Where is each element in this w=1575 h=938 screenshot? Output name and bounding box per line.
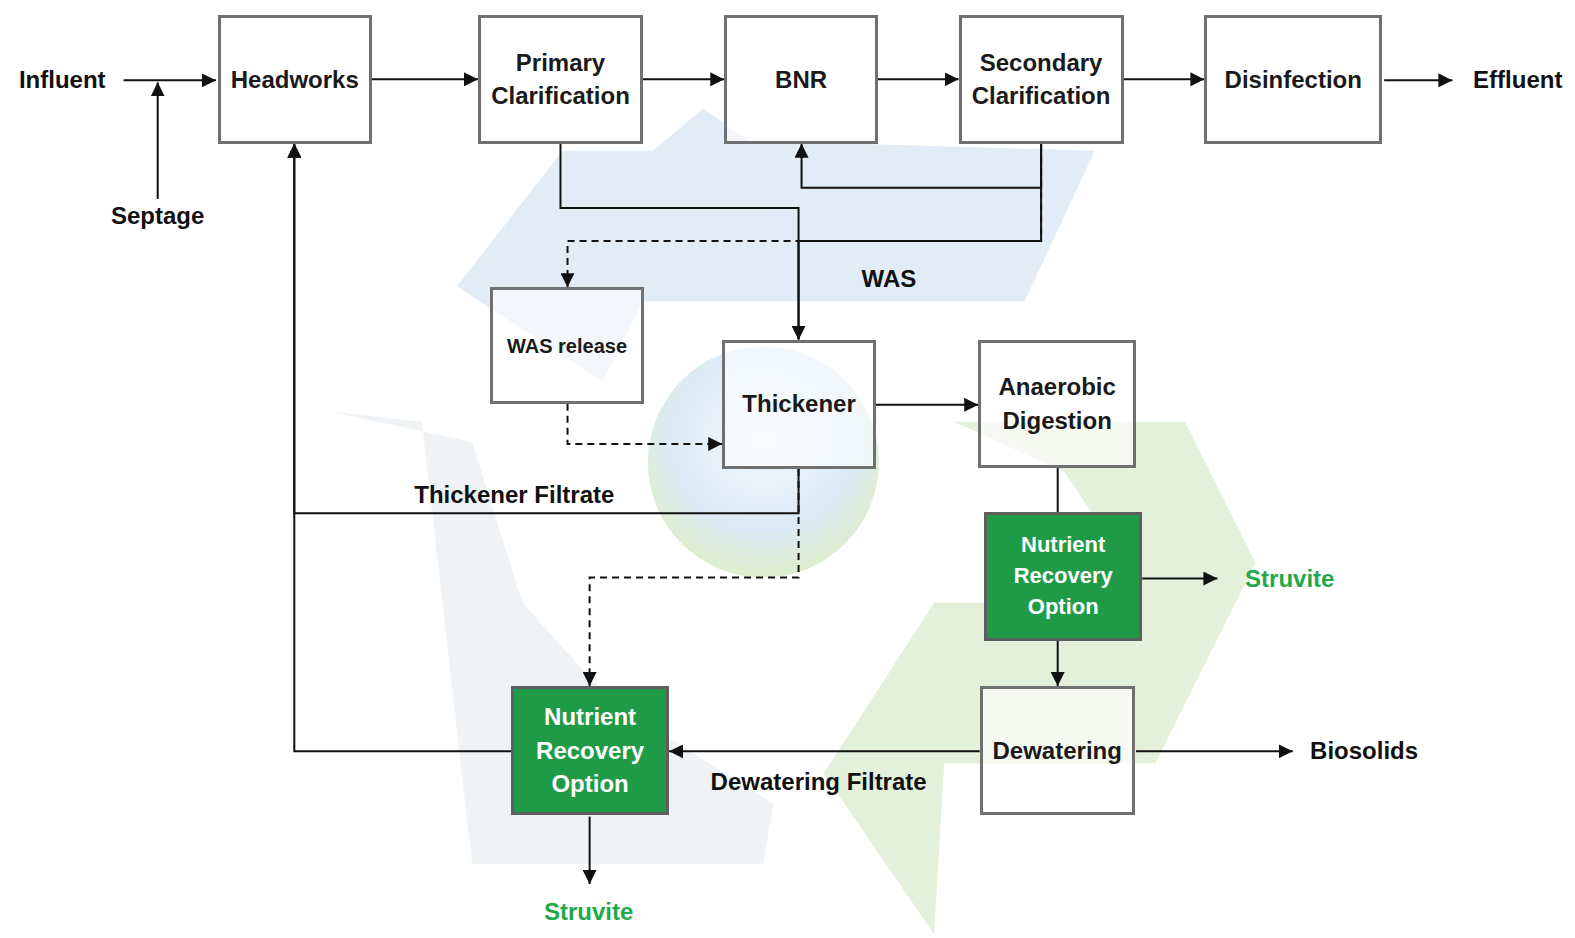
recycle-watermark (331, 108, 1255, 934)
process-box: WAS release (490, 287, 644, 404)
text-wrap: Dewatering (993, 734, 1122, 768)
box-text: Thickener (742, 387, 855, 421)
flow-connector (372, 78, 478, 80)
box-text: Dewatering (993, 734, 1122, 768)
edge-label: Dewatering Filtrate (711, 768, 927, 796)
flow-connector (876, 404, 978, 406)
box-text: BNR (775, 63, 827, 97)
flow-label: Biosolids (1310, 737, 1418, 765)
text-wrap: Thickener (742, 387, 855, 421)
text-wrap: WAS release (507, 332, 627, 360)
process-box: Primary Clarification (478, 15, 643, 144)
text-wrap: Disinfection (1225, 63, 1362, 97)
flow-arrow (124, 79, 216, 81)
flow-connector (1057, 468, 1059, 512)
flow-connector (294, 144, 511, 752)
text-wrap: Nutrient Recovery Option (995, 530, 1131, 622)
edge-label: Thickener Filtrate (414, 481, 614, 509)
process-box: Headworks (218, 15, 372, 144)
flow-connector (1124, 78, 1205, 80)
flow-connector (643, 78, 724, 80)
flow-connector (802, 144, 1042, 188)
box-text: Primary Clarification (489, 46, 632, 113)
leader-arrows (124, 80, 1453, 884)
process-box: Secondary Clarification (959, 15, 1124, 144)
recovery-box: Nutrient Recovery Option (511, 686, 669, 815)
flow-arrow (1136, 750, 1293, 752)
flow-arrow (1142, 578, 1217, 580)
flow-label: Effluent (1473, 66, 1562, 94)
box-text: Nutrient Recovery Option (522, 700, 658, 801)
text-wrap: Secondary Clarification (970, 46, 1113, 113)
box-text: Headworks (231, 63, 359, 97)
flow-connector (878, 78, 959, 80)
flow-connector (1057, 641, 1059, 686)
recovery-box: Nutrient Recovery Option (984, 512, 1142, 641)
text-wrap: BNR (775, 63, 827, 97)
flow-arrow (589, 817, 591, 884)
flow-label: Septage (111, 202, 204, 230)
flow-connector (590, 469, 799, 686)
box-text: Anaerobic Digestion (989, 370, 1125, 437)
box-text: Disinfection (1225, 63, 1362, 97)
product-label: Struvite (544, 898, 633, 926)
box-text: WAS release (507, 332, 627, 360)
flow-arrow (157, 82, 159, 199)
box-text: Nutrient Recovery Option (995, 530, 1131, 622)
flow-connector (568, 404, 723, 444)
product-label: Struvite (1245, 565, 1334, 593)
process-box: Anaerobic Digestion (978, 340, 1136, 469)
flow-connector (568, 144, 1042, 288)
text-wrap: Anaerobic Digestion (989, 370, 1125, 437)
box-text: Secondary Clarification (970, 46, 1113, 113)
process-box: BNR (724, 15, 878, 144)
process-box: Dewatering (980, 686, 1135, 815)
flow-label: Influent (19, 66, 106, 94)
process-box: Disinfection (1204, 15, 1382, 144)
text-wrap: Nutrient Recovery Option (522, 700, 658, 801)
text-wrap: Headworks (231, 63, 359, 97)
text-wrap: Primary Clarification (489, 46, 632, 113)
flow-connector (669, 750, 980, 752)
edge-label: WAS (862, 265, 917, 293)
process-box: Thickener (722, 340, 876, 470)
flow-arrow (1384, 79, 1452, 81)
recycle-arrow (824, 422, 1256, 934)
